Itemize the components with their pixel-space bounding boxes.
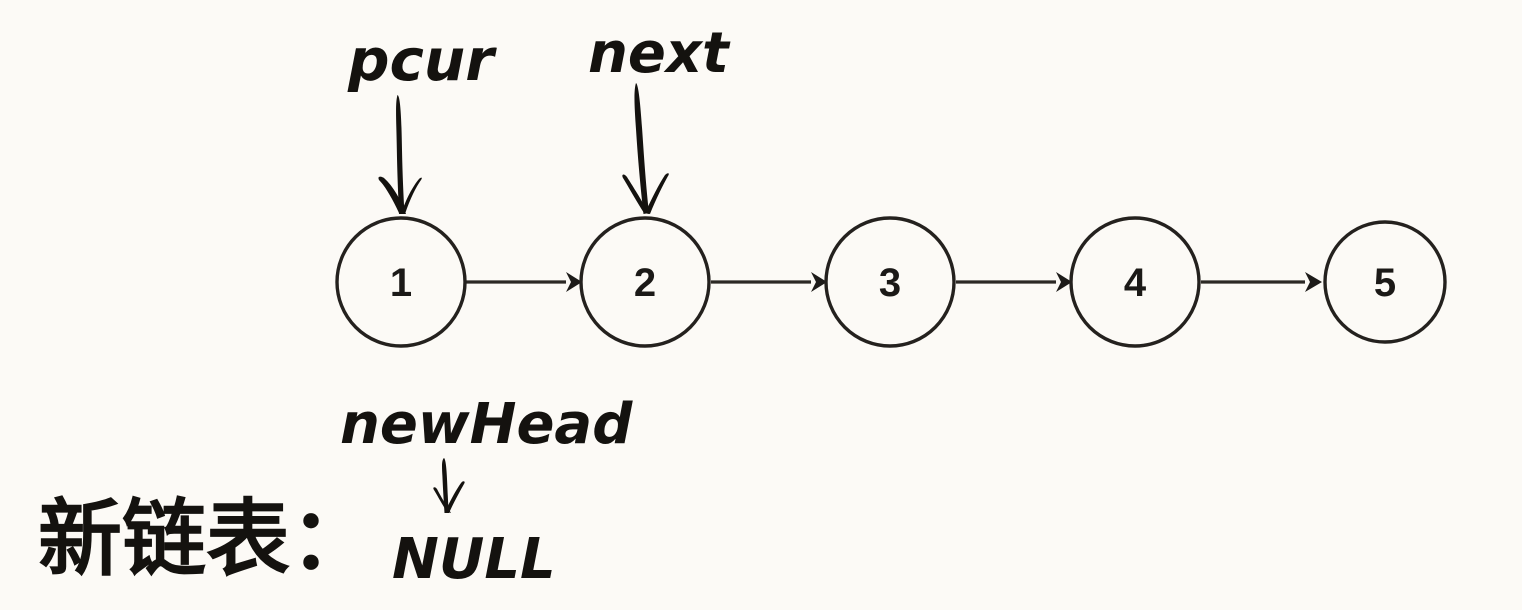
node-5[interactable]: 5 <box>1323 220 1447 344</box>
null-label: NULL <box>392 527 556 592</box>
link-arrow-3-to-4 <box>956 272 1072 292</box>
arrowhead-icon <box>566 272 582 292</box>
node-circle <box>1069 216 1201 348</box>
pointer-next: next <box>588 21 731 214</box>
new-list-caption: 新链表： <box>38 490 374 588</box>
node-circle <box>335 216 467 348</box>
node-circle <box>1323 220 1447 344</box>
next-arrowhead-icon-right <box>645 173 669 214</box>
node-value: 4 <box>1124 261 1147 305</box>
node-value: 5 <box>1374 261 1396 305</box>
node-circle <box>579 216 711 348</box>
node-1[interactable]: 1 <box>335 216 467 348</box>
pointer-pcur: pcur <box>347 26 497 214</box>
next-arrowhead-icon <box>622 174 649 214</box>
pcur-arrowhead-icon <box>378 176 406 214</box>
node-4[interactable]: 4 <box>1069 216 1201 348</box>
newhead-arrowhead-icon <box>433 487 451 513</box>
pcur-arrowhead-icon-right <box>401 177 422 214</box>
link-arrow-1-to-2 <box>466 272 582 292</box>
arrowhead-icon <box>1305 272 1322 292</box>
node-value: 3 <box>879 261 901 305</box>
pcur-label: pcur <box>347 26 497 94</box>
node-circle <box>824 216 956 348</box>
pcur-arrow-shaft <box>396 95 405 214</box>
newhead-arrowhead-icon-right <box>445 481 465 513</box>
next-label: next <box>588 21 731 86</box>
next-arrow-shaft <box>634 83 649 214</box>
link-arrow-2-to-3 <box>711 272 827 292</box>
link-arrow-4-to-5 <box>1201 272 1322 292</box>
newhead-label: newHead <box>340 392 633 457</box>
node-value: 2 <box>634 261 656 305</box>
pointer-newhead: newHead NULL <box>340 392 633 592</box>
node-value: 1 <box>390 261 412 305</box>
node-3[interactable]: 3 <box>824 216 956 348</box>
arrowhead-icon <box>1056 272 1072 292</box>
newhead-arrow-shaft <box>442 458 449 513</box>
arrowhead-icon <box>811 272 827 292</box>
node-2[interactable]: 2 <box>579 216 711 348</box>
